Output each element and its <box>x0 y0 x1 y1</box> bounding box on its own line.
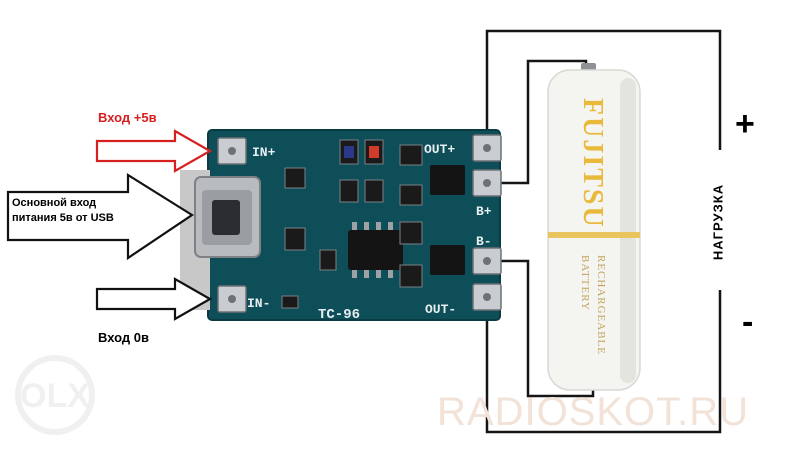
wire-out-minus-to-load <box>485 290 722 434</box>
silk-out-minus: OUT- <box>425 302 456 317</box>
label-usb-input: Основной вход питания 5в от USB <box>12 196 162 226</box>
silk-b-minus: B- <box>476 234 492 249</box>
arrows <box>6 129 213 321</box>
wire-b-minus-to-battery <box>488 259 595 398</box>
ic-mosfet <box>430 245 465 275</box>
led-red <box>369 146 379 158</box>
silk-b-plus: B+ <box>476 204 492 219</box>
label-usb-line1: Основной вход <box>12 197 97 209</box>
battery-text-2: BATTERY <box>579 255 591 311</box>
battery-body-shade <box>620 78 636 383</box>
ic-charger <box>348 230 403 270</box>
micro-usb-slot <box>212 200 240 235</box>
silk-out-plus: OUT+ <box>424 142 455 157</box>
arrow-input-plus <box>95 129 213 173</box>
battery-band <box>548 232 640 238</box>
silk-in-plus: IN+ <box>252 145 276 160</box>
battery: FUJITSU RECHARGEABLE BATTERY <box>547 63 641 391</box>
site-watermark: RADIOSKOT.RU <box>437 390 750 434</box>
arrow-input-zero <box>95 277 213 321</box>
silk-model: TC-96 <box>318 307 360 323</box>
chip-pins <box>352 222 393 278</box>
label-input-plus: Вход +5в <box>98 110 157 125</box>
charger-board: IN+ IN- OUT+ B+ B- OUT- TC-96 <box>180 129 502 323</box>
label-plus: + <box>735 105 755 143</box>
arrow-usb-input <box>6 173 195 261</box>
label-load: НАГРУЗКА <box>710 183 726 261</box>
pad-holes <box>228 144 491 303</box>
label-input-zero: Вход 0в <box>98 330 149 345</box>
silk-in-minus: IN- <box>247 296 270 311</box>
battery-brand: FUJITSU <box>577 98 608 229</box>
battery-text-1: RECHARGEABLE <box>595 255 607 355</box>
led-blue <box>344 146 354 158</box>
wire-out-plus-to-load <box>485 29 722 150</box>
olx-watermark: OLX <box>15 355 95 435</box>
label-minus: - <box>742 303 754 341</box>
ic-protection <box>430 165 465 195</box>
olx-watermark-text: OLX <box>20 377 90 415</box>
label-usb-line2: питания 5в от USB <box>12 212 114 224</box>
battery-body <box>547 69 641 391</box>
